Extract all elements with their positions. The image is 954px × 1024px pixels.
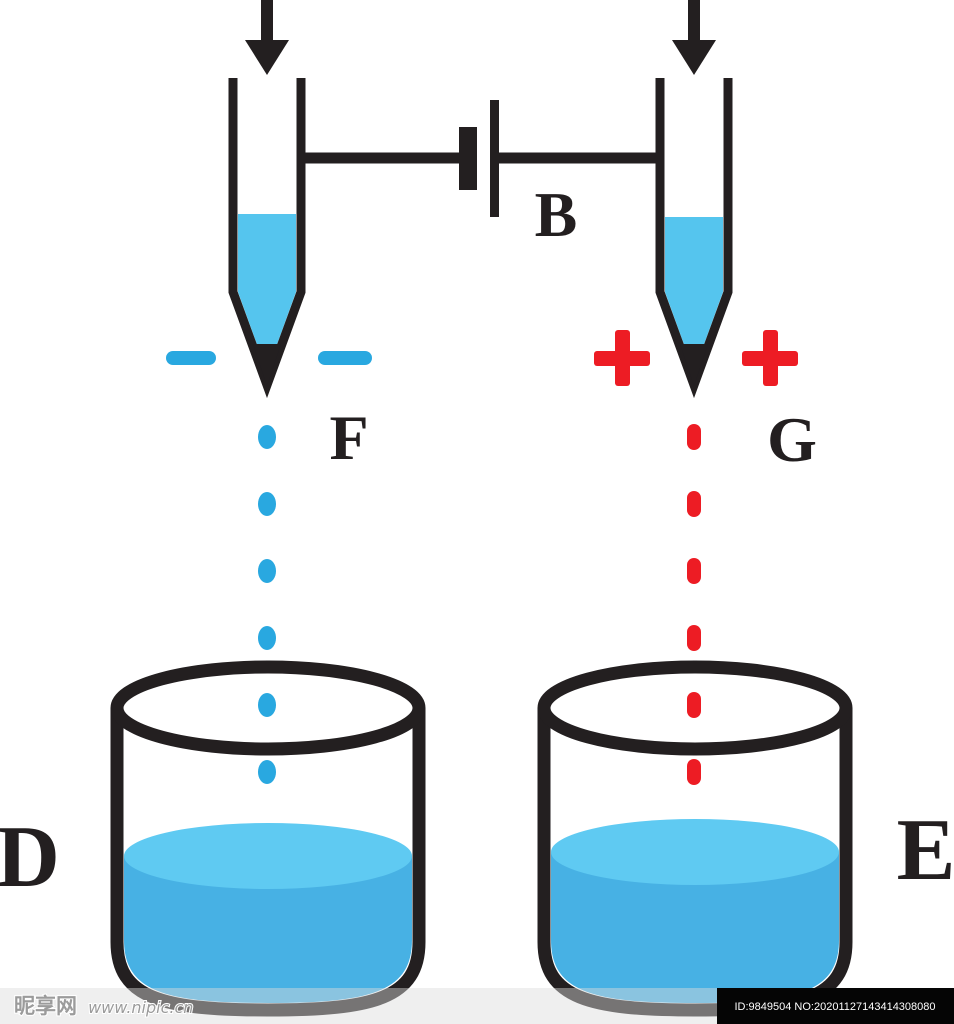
svg-text:昵享网 www.nipic.cn: 昵享网 www.nipic.cn <box>14 994 193 1018</box>
right-flow-arrow-icon <box>672 0 716 75</box>
right-dropper <box>655 78 733 399</box>
watermark-site-url: www.nipic.cn <box>88 998 193 1017</box>
battery-label: B <box>535 179 578 250</box>
right-beaker-liquid <box>551 819 839 1003</box>
plus-sign-left <box>594 330 650 386</box>
watermark-id-text: ID:9849504 NO:20201127143414308080 <box>734 1001 935 1013</box>
battery-symbol <box>459 100 499 217</box>
right-dropper-label: G <box>767 404 817 475</box>
plus-sign-right <box>742 330 798 386</box>
left-dropper <box>228 78 306 399</box>
watermark-site-name: 昵享网 <box>14 994 77 1018</box>
right-beaker <box>537 660 853 1017</box>
left-beaker <box>110 660 426 1017</box>
left-beaker-label: D <box>0 809 60 906</box>
watermark-bar: 昵享网 www.nipic.cn ID:9849504 NO:202011271… <box>0 988 954 1024</box>
right-beaker-label: E <box>897 802 954 899</box>
watermark-id-bar <box>717 988 954 1024</box>
left-beaker-liquid <box>124 823 412 1003</box>
red-drops <box>687 424 701 785</box>
left-dropper-label: F <box>329 402 368 473</box>
minus-sign-left <box>166 351 216 365</box>
blue-drops <box>258 425 276 784</box>
left-flow-arrow-icon <box>245 0 289 75</box>
minus-sign-right <box>318 351 372 365</box>
